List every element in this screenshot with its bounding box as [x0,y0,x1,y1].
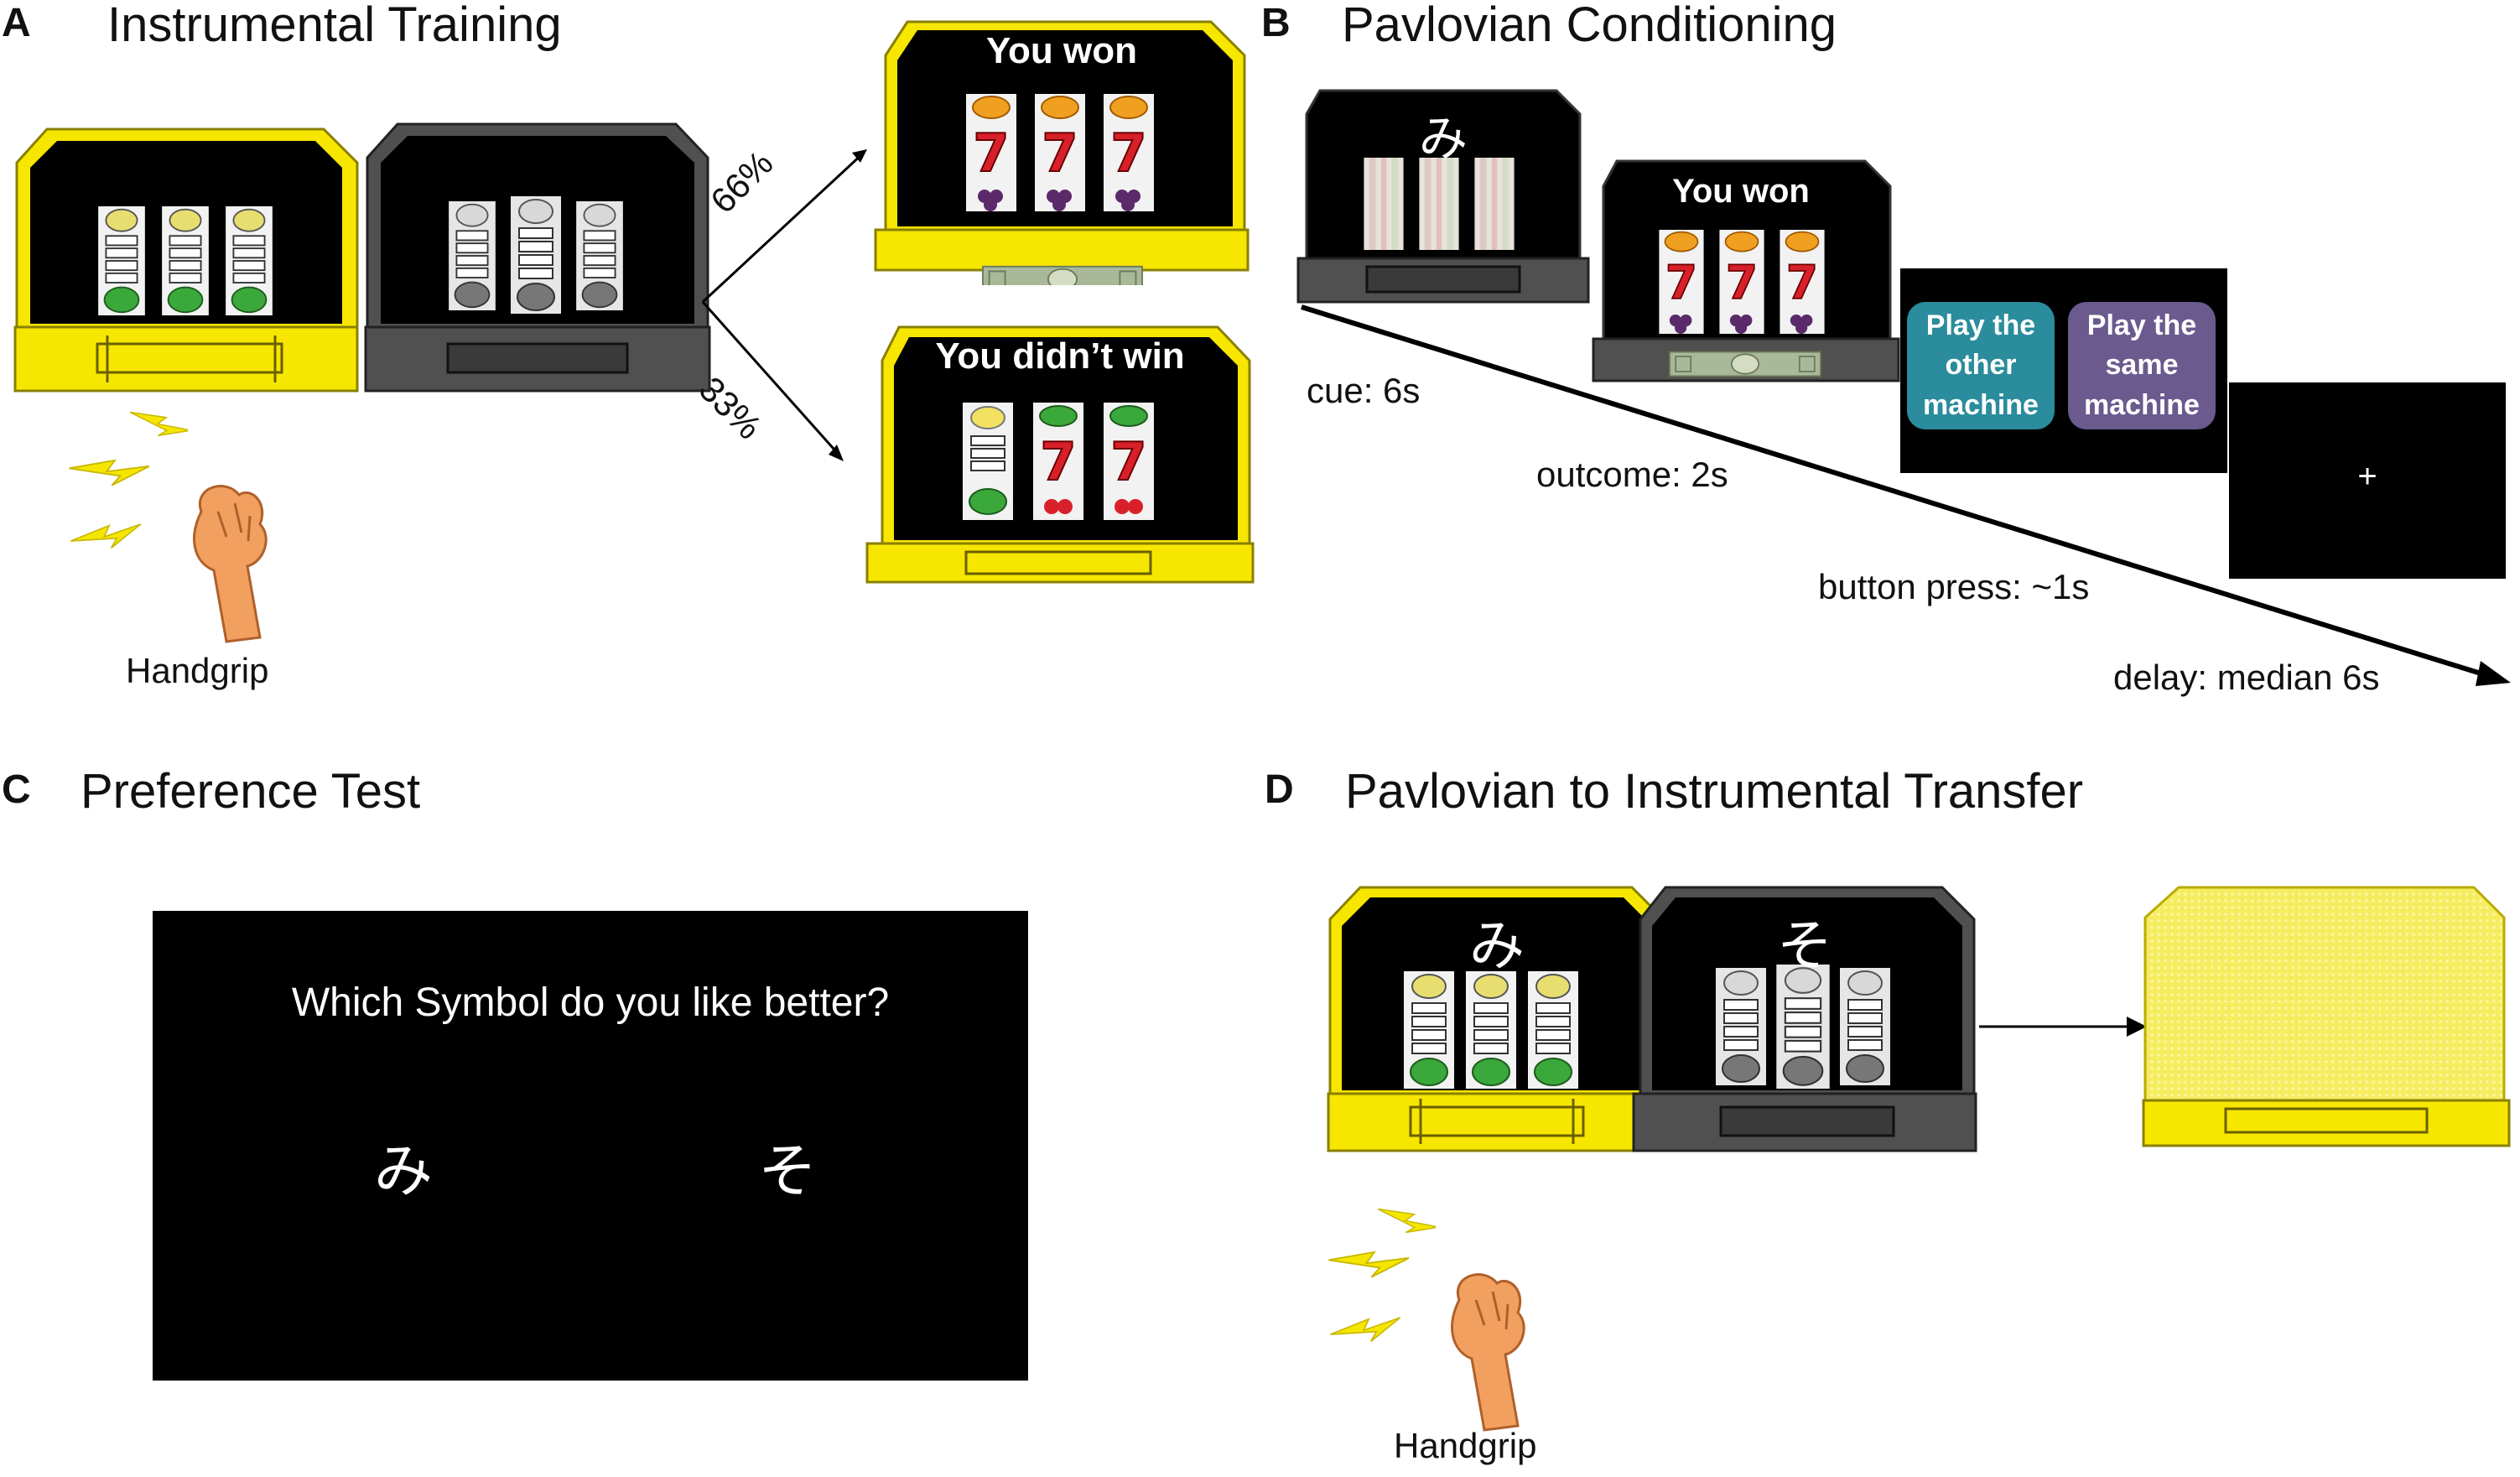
handgrip-label-a: Handgrip [126,651,269,690]
outcome-machine: You won [1592,158,1900,384]
handgrip-label-d: Handgrip [1394,1426,1537,1465]
play-same-label: Play the same machine [2084,309,2200,421]
preference-question: Which Symbol do you like better? [291,980,890,1025]
outcome-duration-label: outcome: 2s [1536,455,1728,494]
branch-arrows [701,149,867,461]
panel-b-letter: B [1261,1,1291,45]
play-same-button[interactable]: Play the same machine [2068,302,2216,429]
cue-symbol: み [1418,110,1468,167]
hand-icon [193,485,268,643]
panel-a-title: Instrumental Training [107,0,562,52]
symbol-right[interactable]: そ [758,1136,817,1205]
press-duration-label: button press: ~1s [1818,567,2090,606]
panel-c-letter: C [2,767,31,812]
transfer-machine-yellow: み [1327,884,1667,1154]
transfer-symbol-gray: そ [1777,913,1832,978]
preference-screen: Which Symbol do you like better? み そ [153,911,1028,1381]
cue-machine: み [1296,87,1590,304]
transfer-symbol-yellow: み [1469,913,1525,978]
panel-b-title: Pavlovian Conditioning [1342,0,1837,52]
outcome-win-text: You won [1672,173,1810,210]
transfer-arrow [1979,1017,2147,1037]
panel-a-letter: A [2,1,31,45]
lightning-icon [1326,1245,1409,1285]
panel-d-letter: D [1265,767,1294,812]
panel-d-title: Pavlovian to Instrumental Transfer [1345,764,2084,819]
play-other-button[interactable]: Play the other machine [1907,302,2055,429]
panel-c-title: Preference Test [81,764,421,819]
slot-machine-gray [364,122,711,393]
symbol-left[interactable]: み [374,1136,433,1205]
play-other-label: Play the other machine [1923,309,2039,421]
lose-text: You didn’t win [935,335,1185,377]
fixation-cross: + [2357,458,2377,495]
delay-duration-label: delay: median 6s [2113,658,2380,697]
lightning-icon [1374,1199,1436,1246]
timeline-arrow [1301,304,2511,686]
lightning-icon [126,403,188,450]
slot-machine-yellow [13,127,359,393]
lightning-icon [1329,1317,1401,1343]
hand-icon [1451,1273,1525,1432]
lose-machine: You didn’t win [865,324,1255,584]
win-text: You won [985,30,1138,71]
lightning-icon [70,523,142,549]
blank-yellow-machine [2142,886,2511,1147]
cue-duration-label: cue: 6s [1307,371,1421,410]
lightning-icon [66,453,149,493]
transfer-machine-gray: そ [1632,884,1977,1154]
fixation-screen: + [2229,382,2506,579]
choice-screen: Play the other machine Play the same mac… [1900,268,2227,473]
win-machine: You won [872,18,1251,285]
